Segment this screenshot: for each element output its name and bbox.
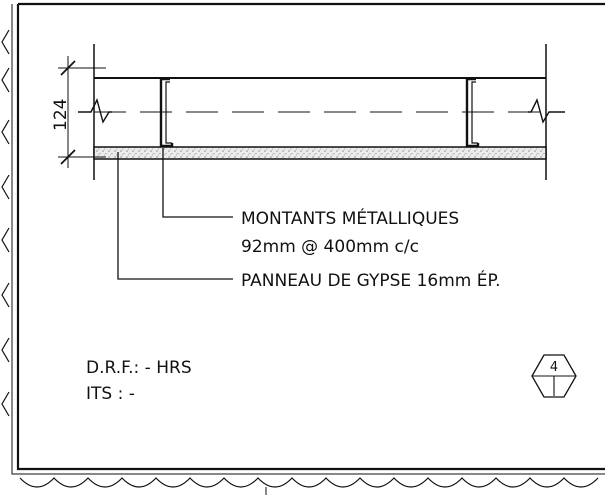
detail-tag-number: 4 (550, 360, 558, 375)
drawing-frame (11, 2, 605, 475)
its-rating: ITS : - (86, 384, 135, 404)
callout-studs-line2: 92mm @ 400mm c/c (241, 237, 419, 257)
wall-assembly (78, 44, 565, 180)
fire-rating: D.R.F.: - HRS (86, 358, 192, 378)
break-symbol-left (78, 98, 112, 124)
detail-tag: 4 (531, 354, 577, 398)
dimension-124: 124 (51, 56, 106, 168)
left-cloud-edge (1, 29, 10, 417)
leader-studs (162, 148, 233, 218)
callout-gypsum: PANNEAU DE GYPSE 16mm ÉP. (241, 269, 500, 291)
leader-gypsum (117, 152, 233, 280)
dimension-value: 124 (51, 99, 71, 131)
metal-stud-right (465, 77, 480, 148)
callout-studs-line1: MONTANTS MÉTALLIQUES (241, 207, 459, 229)
bottom-cloud-edge (19, 477, 599, 488)
gypsum-board (93, 146, 547, 160)
metal-stud-left (159, 77, 174, 148)
break-symbol-right (528, 98, 565, 124)
